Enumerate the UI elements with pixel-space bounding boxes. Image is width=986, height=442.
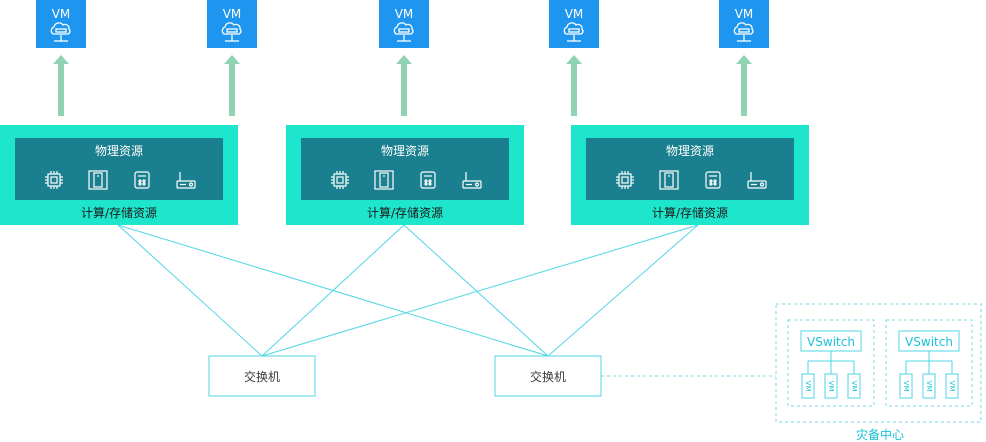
switch-label: 交换机 <box>530 369 566 384</box>
server-icon <box>659 170 679 190</box>
switch-1[interactable]: 交换机 <box>494 355 602 397</box>
cluster-caption: 计算/存储资源 <box>367 205 443 220</box>
dr-vm-node[interactable]: VM <box>847 373 861 399</box>
cluster-inner-panel <box>301 138 509 200</box>
link-line <box>117 224 263 357</box>
switch-label: 交换机 <box>244 369 280 384</box>
up-arrow <box>396 55 412 116</box>
vm-node[interactable]: VM <box>207 0 257 48</box>
link-line <box>261 224 405 357</box>
cluster-title: 物理资源 <box>95 144 143 158</box>
vm-label: VM <box>223 7 242 21</box>
vm-label: VM <box>565 7 584 21</box>
cloud-network-icon <box>563 22 584 42</box>
server-icon <box>88 170 108 190</box>
cpu-icon <box>45 171 63 189</box>
vm-arrows <box>53 55 752 116</box>
dr-vm-node[interactable]: VM <box>801 373 815 399</box>
cloud-network-icon <box>733 22 754 42</box>
dr-vm-label: VM <box>804 381 812 392</box>
dr-vm-label: VM <box>948 381 956 392</box>
dr-center-label: 灾备中心 <box>856 427 904 442</box>
dr-vm-label: VM <box>827 381 835 392</box>
up-arrow <box>53 55 69 116</box>
link-line <box>403 224 549 357</box>
cpu-icon <box>331 171 349 189</box>
vm-node[interactable]: VM <box>36 0 86 48</box>
link-line <box>261 224 699 357</box>
cluster-title: 物理资源 <box>666 144 714 158</box>
cloud-network-icon <box>393 22 414 42</box>
switch-0[interactable]: 交换机 <box>208 355 316 397</box>
router-icon <box>462 172 482 189</box>
dr-vm-node[interactable]: VM <box>899 373 913 399</box>
dr-vm-box <box>801 373 815 399</box>
dr-vm-box <box>899 373 913 399</box>
up-arrow <box>224 55 240 116</box>
storage-icon <box>420 171 436 189</box>
dr-vm-box <box>824 373 838 399</box>
dr-vm-box <box>945 373 959 399</box>
cloud-network-icon <box>221 22 242 42</box>
cpu-icon <box>616 171 634 189</box>
dr-vm-node[interactable]: VM <box>922 373 936 399</box>
storage-icon <box>705 171 721 189</box>
vm-node[interactable]: VM <box>379 0 429 48</box>
server-icon <box>374 170 394 190</box>
vm-node[interactable]: VM <box>719 0 769 48</box>
vm-node[interactable]: VM <box>549 0 599 48</box>
vswitch-node[interactable]: VSwitch <box>898 330 960 352</box>
link-line <box>547 224 699 357</box>
vswitch-label: VSwitch <box>807 335 855 349</box>
vm-row: VM VM VM VM VM <box>36 0 769 48</box>
router-icon <box>747 172 767 189</box>
storage-icon <box>134 171 150 189</box>
cluster-title: 物理资源 <box>381 144 429 158</box>
cluster-caption: 计算/存储资源 <box>652 205 728 220</box>
cloud-network-icon <box>50 22 71 42</box>
cluster-switch-links <box>117 224 699 357</box>
cluster-caption: 计算/存储资源 <box>81 205 157 220</box>
up-arrow <box>566 55 582 116</box>
dr-vm-label: VM <box>850 381 858 392</box>
cluster-inner-panel <box>586 138 794 200</box>
cluster-inner-panel <box>15 138 223 200</box>
vswitch-label: VSwitch <box>905 335 953 349</box>
vm-label: VM <box>395 7 414 21</box>
dr-vm-node[interactable]: VM <box>824 373 838 399</box>
dr-vm-box <box>922 373 936 399</box>
up-arrow <box>736 55 752 116</box>
vm-label: VM <box>735 7 754 21</box>
vswitch-node[interactable]: VSwitch <box>800 330 862 352</box>
dr-vm-box <box>847 373 861 399</box>
vm-label: VM <box>52 7 71 21</box>
dr-vm-label: VM <box>902 381 910 392</box>
router-icon <box>176 172 196 189</box>
dr-vm-label: VM <box>925 381 933 392</box>
dr-vm-node[interactable]: VM <box>945 373 959 399</box>
